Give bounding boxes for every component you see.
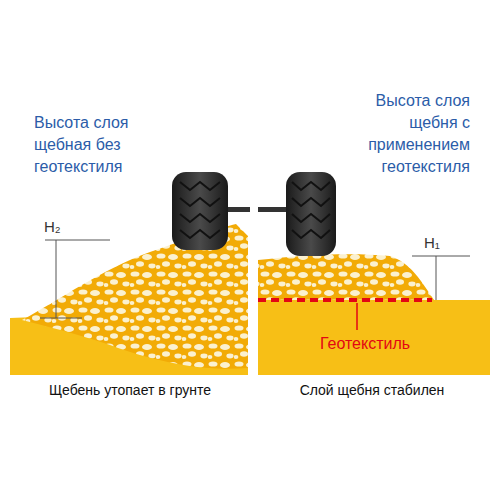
- dimension-h2: [40, 240, 110, 318]
- caption-left: Щебень утопает в грунте: [20, 381, 240, 399]
- heading-right: Высота слоя щебня с применением геотекст…: [352, 90, 470, 178]
- heading-left: Высота слоя щебная без геотекстиля: [34, 112, 156, 178]
- tire-left: [172, 172, 228, 250]
- geotextile-line: [258, 298, 432, 302]
- tire-tread: [180, 182, 220, 238]
- leader-line: [356, 303, 358, 330]
- ground-right: [258, 300, 490, 375]
- axle-right: [258, 207, 286, 212]
- axle-left: [228, 207, 250, 212]
- dimension-h1: [412, 256, 470, 300]
- tire-right: [286, 172, 336, 256]
- dimension-label: H₁: [424, 234, 464, 252]
- tire-tread: [292, 182, 330, 238]
- dimension-label: H₂: [44, 218, 84, 236]
- caption-right: Слой щебня стабилен: [262, 381, 482, 399]
- gravel-right: [258, 254, 434, 300]
- geotextile-label: Геотекстиль: [300, 334, 430, 354]
